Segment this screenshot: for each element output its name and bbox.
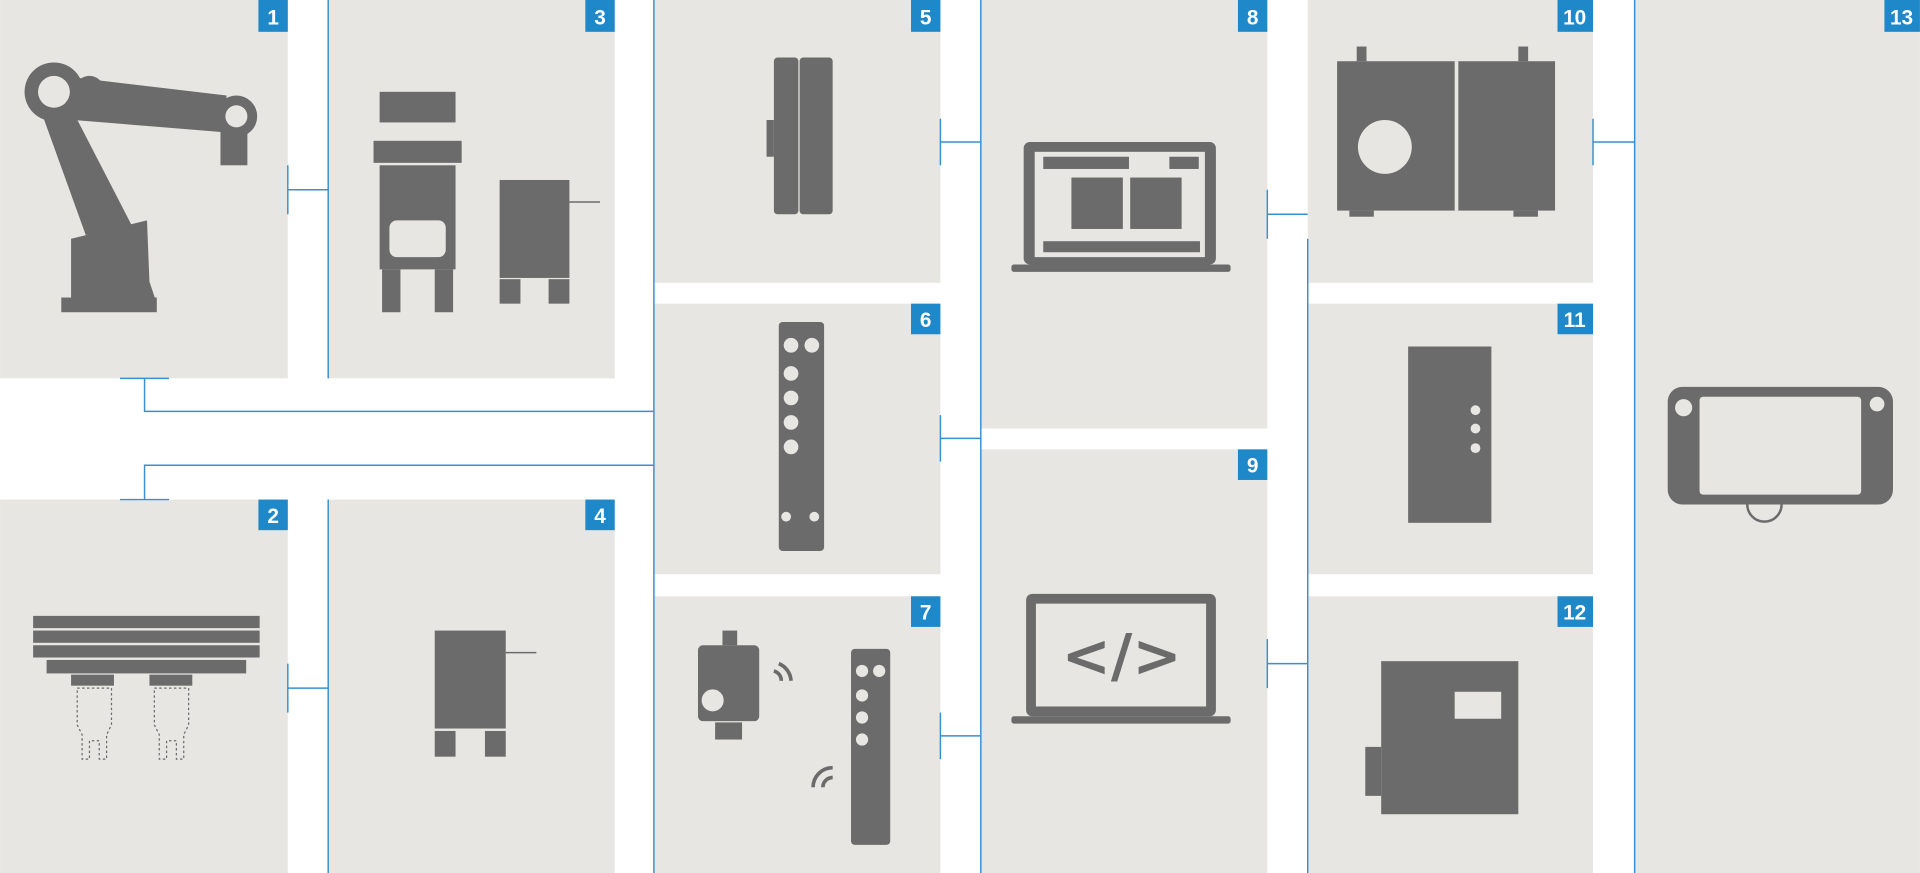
teach-pendant-icon [1667, 386, 1893, 523]
power-supply-icon [1408, 346, 1492, 523]
io-module-pair-icon [766, 57, 833, 215]
badge-10: 10 [1557, 0, 1594, 32]
gripper-with-controller-icon [373, 91, 601, 313]
panel-1[interactable] [0, 0, 288, 379]
svg-text:11: 11 [1564, 309, 1586, 332]
controller-box-icon [434, 630, 537, 757]
badge-1: 1 [258, 0, 288, 32]
badge-12: 12 [1557, 596, 1594, 627]
svg-text:1: 1 [267, 6, 279, 29]
svg-text:3: 3 [594, 6, 606, 29]
linear-gripper-icon [33, 615, 260, 760]
badge-13: 13 [1884, 0, 1920, 32]
badge-9: 9 [1237, 449, 1268, 480]
svg-text:10: 10 [1563, 6, 1586, 29]
code-symbol: </> [1062, 621, 1182, 690]
badge-2: 2 [258, 499, 288, 531]
industrial-pc-icon [1337, 46, 1556, 217]
badge-8: 8 [1237, 0, 1268, 32]
panel-2[interactable] [0, 499, 288, 873]
laptop-code-icon: </> [1011, 593, 1231, 724]
io-module-icon [778, 322, 825, 551]
svg-text:2: 2 [267, 505, 279, 528]
panel-7[interactable] [653, 596, 941, 873]
svg-text:6: 6 [920, 309, 932, 332]
laptop-software-icon [1011, 142, 1231, 272]
badge-4: 4 [585, 499, 615, 531]
badge-5: 5 [911, 0, 941, 32]
svg-text:13: 13 [1890, 6, 1913, 29]
svg-text:4: 4 [594, 505, 606, 528]
panel-3[interactable] [328, 0, 615, 379]
badge-6: 6 [911, 303, 941, 335]
plc-controller-icon [1365, 661, 1519, 815]
robot-arm-icon [24, 62, 258, 313]
badge-11: 11 [1557, 303, 1594, 335]
svg-text:8: 8 [1247, 6, 1259, 29]
svg-text:5: 5 [920, 6, 932, 29]
svg-text:7: 7 [920, 602, 932, 625]
badge-3: 3 [585, 0, 615, 32]
badge-7: 7 [911, 596, 941, 627]
svg-text:12: 12 [1563, 602, 1586, 625]
wireless-sensor-module-icon [697, 630, 891, 845]
connector-lines [120, 0, 1636, 873]
svg-text:9: 9 [1247, 455, 1259, 478]
